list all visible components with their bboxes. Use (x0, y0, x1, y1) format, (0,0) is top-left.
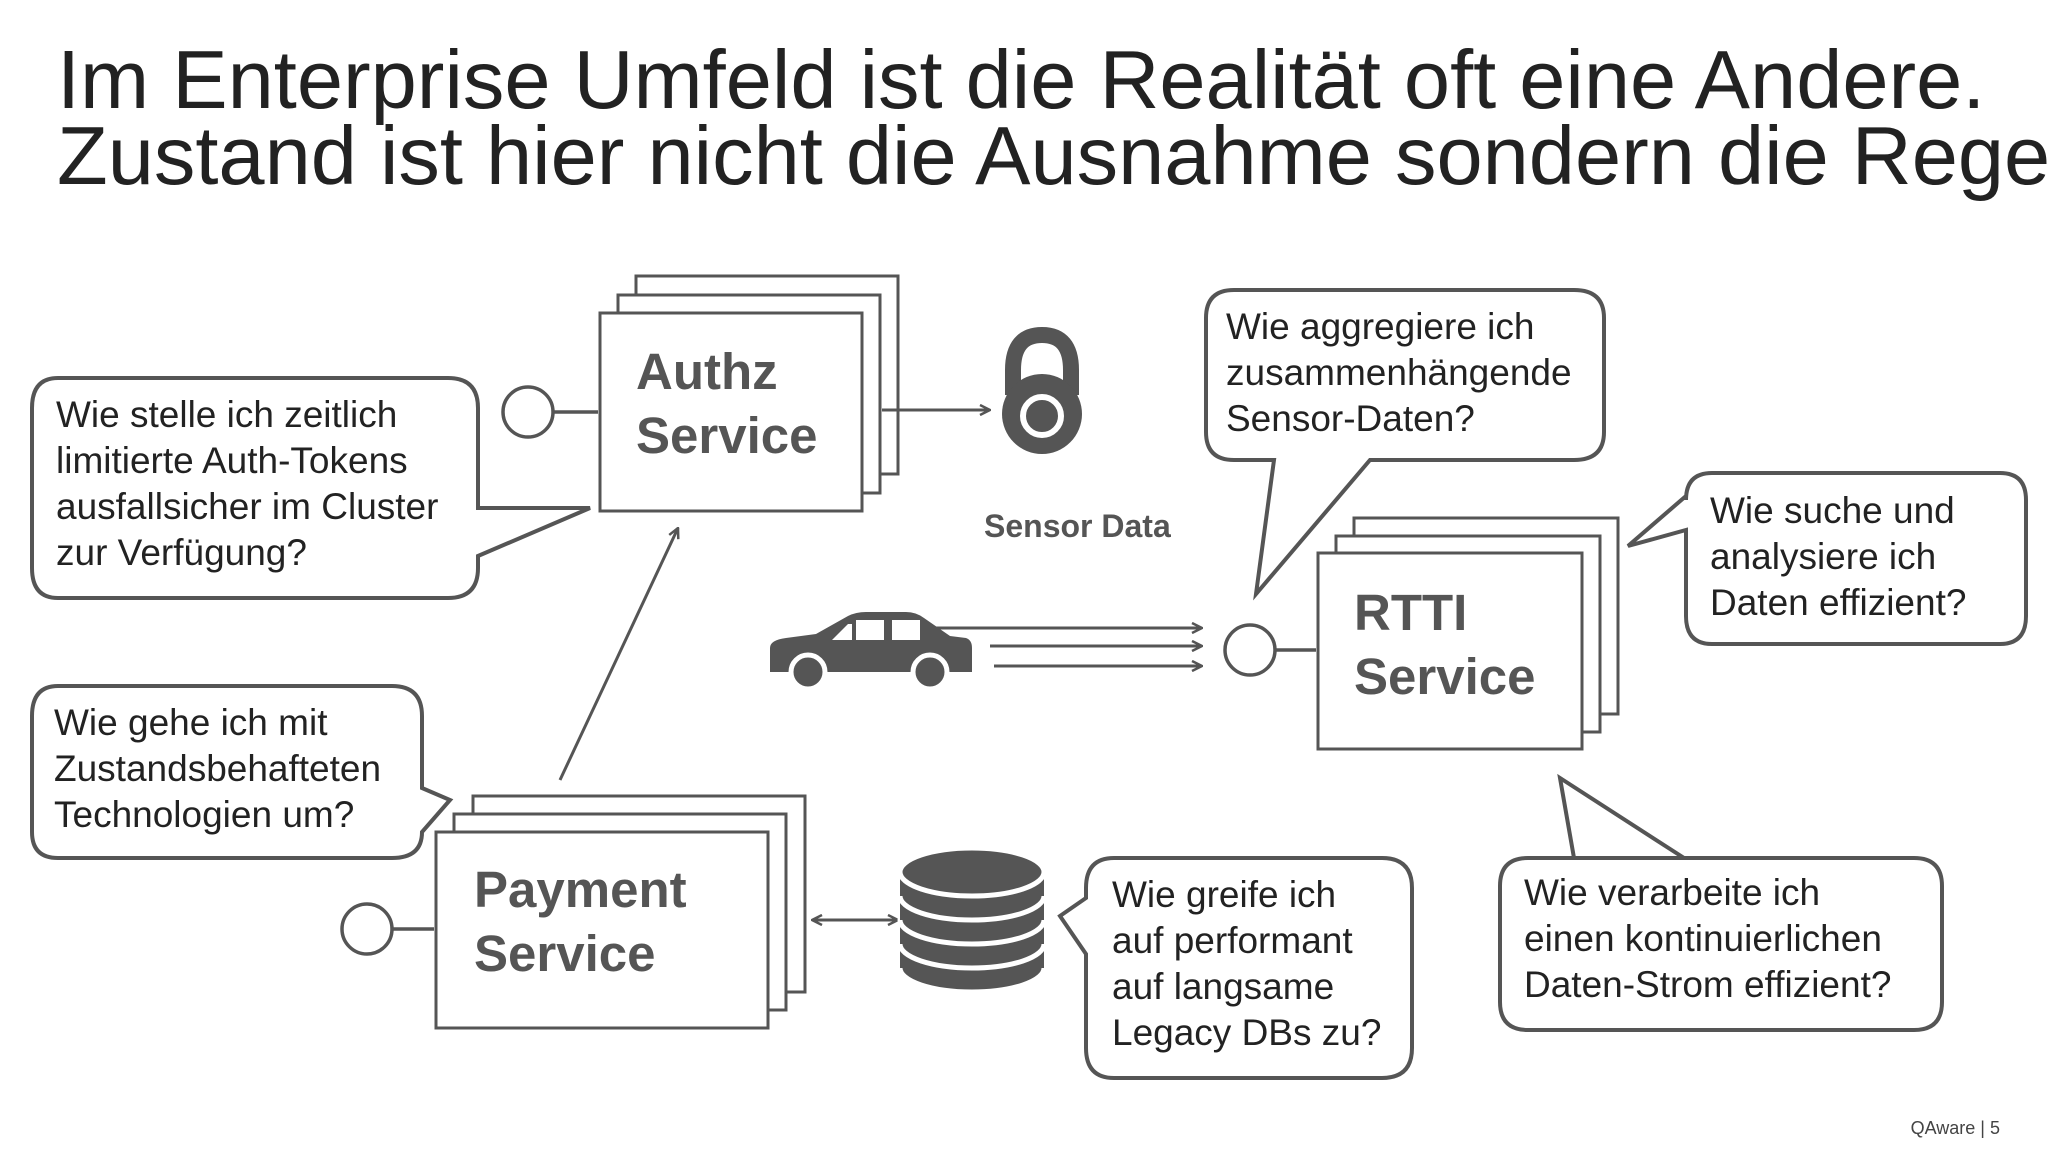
bubble-text-line: einen kontinuierlichen (1524, 918, 1882, 959)
payment-label-line-2: Service (474, 925, 656, 982)
rtti-interface-port (1223, 623, 1277, 677)
authz-interface-port (501, 385, 555, 439)
bubble-text-line: Technologien um? (54, 794, 355, 835)
bubble-text-line: Daten effizient? (1710, 582, 1967, 623)
slide-footer: QAware | 5 (1911, 1118, 2000, 1139)
bubble-text-line: auf langsame (1112, 966, 1335, 1007)
rtti-label-line-2: Service (1354, 648, 1536, 705)
bubble-text-line: Wie greife ich (1112, 874, 1337, 915)
sensor-data-label: Sensor Data (984, 508, 1171, 544)
authz-service-stack (598, 274, 900, 513)
payment-service-stack (434, 794, 807, 1030)
car-icon (770, 612, 972, 692)
footer-brand: QAware (1910, 1118, 1976, 1138)
bubble-text-line: Wie stelle ich zeitlich (56, 394, 398, 435)
title-line-1: Im Enterprise Umfeld ist die Realität of… (57, 33, 1986, 126)
bubble-stateful (30, 684, 454, 860)
bubble-text-line: Sensor-Daten? (1226, 398, 1475, 439)
payment-label-line-1: Payment (474, 861, 687, 918)
bubble-search (1626, 471, 2028, 646)
bubble-text-line: ausfallsicher im Cluster (56, 486, 439, 527)
payment-interface-port (340, 902, 394, 956)
bubble-legacy (1057, 856, 1414, 1080)
bubble-text-line: Wie suche und (1710, 490, 1955, 531)
bubble-stream-text: Wie verarbeite ich einen kontinuierliche… (1524, 870, 1891, 1008)
bubble-text-line: Daten-Strom effizient? (1524, 964, 1892, 1005)
bubble-aggregate-text: Wie aggregiere ich zusammenhängende Sens… (1226, 304, 1572, 442)
bubble-stateful-text: Wie gehe ich mit Zustandsbehafteten Tech… (54, 700, 381, 838)
bubble-text-line: Zustandsbehafteten (54, 748, 382, 789)
title-line-2: Zustand ist hier nicht die Ausnahme sond… (57, 109, 2048, 202)
bubble-text-line: zur Verfügung? (56, 532, 307, 573)
slide-title: Im Enterprise Umfeld ist die Realität of… (57, 33, 2048, 202)
payment-to-authz-arrow (558, 528, 678, 781)
sensor-data-arrows (930, 628, 1202, 666)
bubble-legacy-text: Wie greife ich auf performant auf langsa… (1112, 872, 1381, 1056)
bubble-text-line: zusammenhängende (1226, 352, 1572, 393)
bubble-aggregate (1204, 288, 1606, 601)
database-icon (897, 845, 1047, 995)
bubble-text-line: analysiere ich (1710, 536, 1937, 577)
authz-service-label: Authz Service (636, 340, 818, 468)
bubble-text-line: limitierte Auth-Tokens (56, 440, 408, 481)
bubble-auth-tokens (30, 376, 591, 600)
bubble-auth-tokens-text: Wie stelle ich zeitlich limitierte Auth-… (56, 392, 438, 576)
bubble-text-line: Legacy DBs zu? (1112, 1012, 1382, 1053)
page-number: 5 (1989, 1118, 2000, 1138)
authz-label-line-1: Authz (636, 343, 778, 400)
footer-separator: | (1980, 1118, 1990, 1138)
rtti-service-label: RTTI Service (1354, 581, 1536, 709)
bubble-text-line: Wie gehe ich mit (54, 702, 328, 743)
bubble-text-line: auf performant (1112, 920, 1353, 961)
rtti-service-stack (1316, 516, 1620, 751)
bubble-text-line: Wie verarbeite ich (1524, 872, 1821, 913)
payment-service-label: Payment Service (474, 858, 687, 986)
authz-label-line-2: Service (636, 407, 818, 464)
bubble-search-text: Wie suche und analysiere ich Daten effiz… (1710, 488, 1966, 626)
bubble-text-line: Wie aggregiere ich (1226, 306, 1535, 347)
rtti-label-line-1: RTTI (1354, 584, 1468, 641)
bubble-stream (1498, 773, 1944, 1032)
lock-icon (1002, 326, 1082, 454)
